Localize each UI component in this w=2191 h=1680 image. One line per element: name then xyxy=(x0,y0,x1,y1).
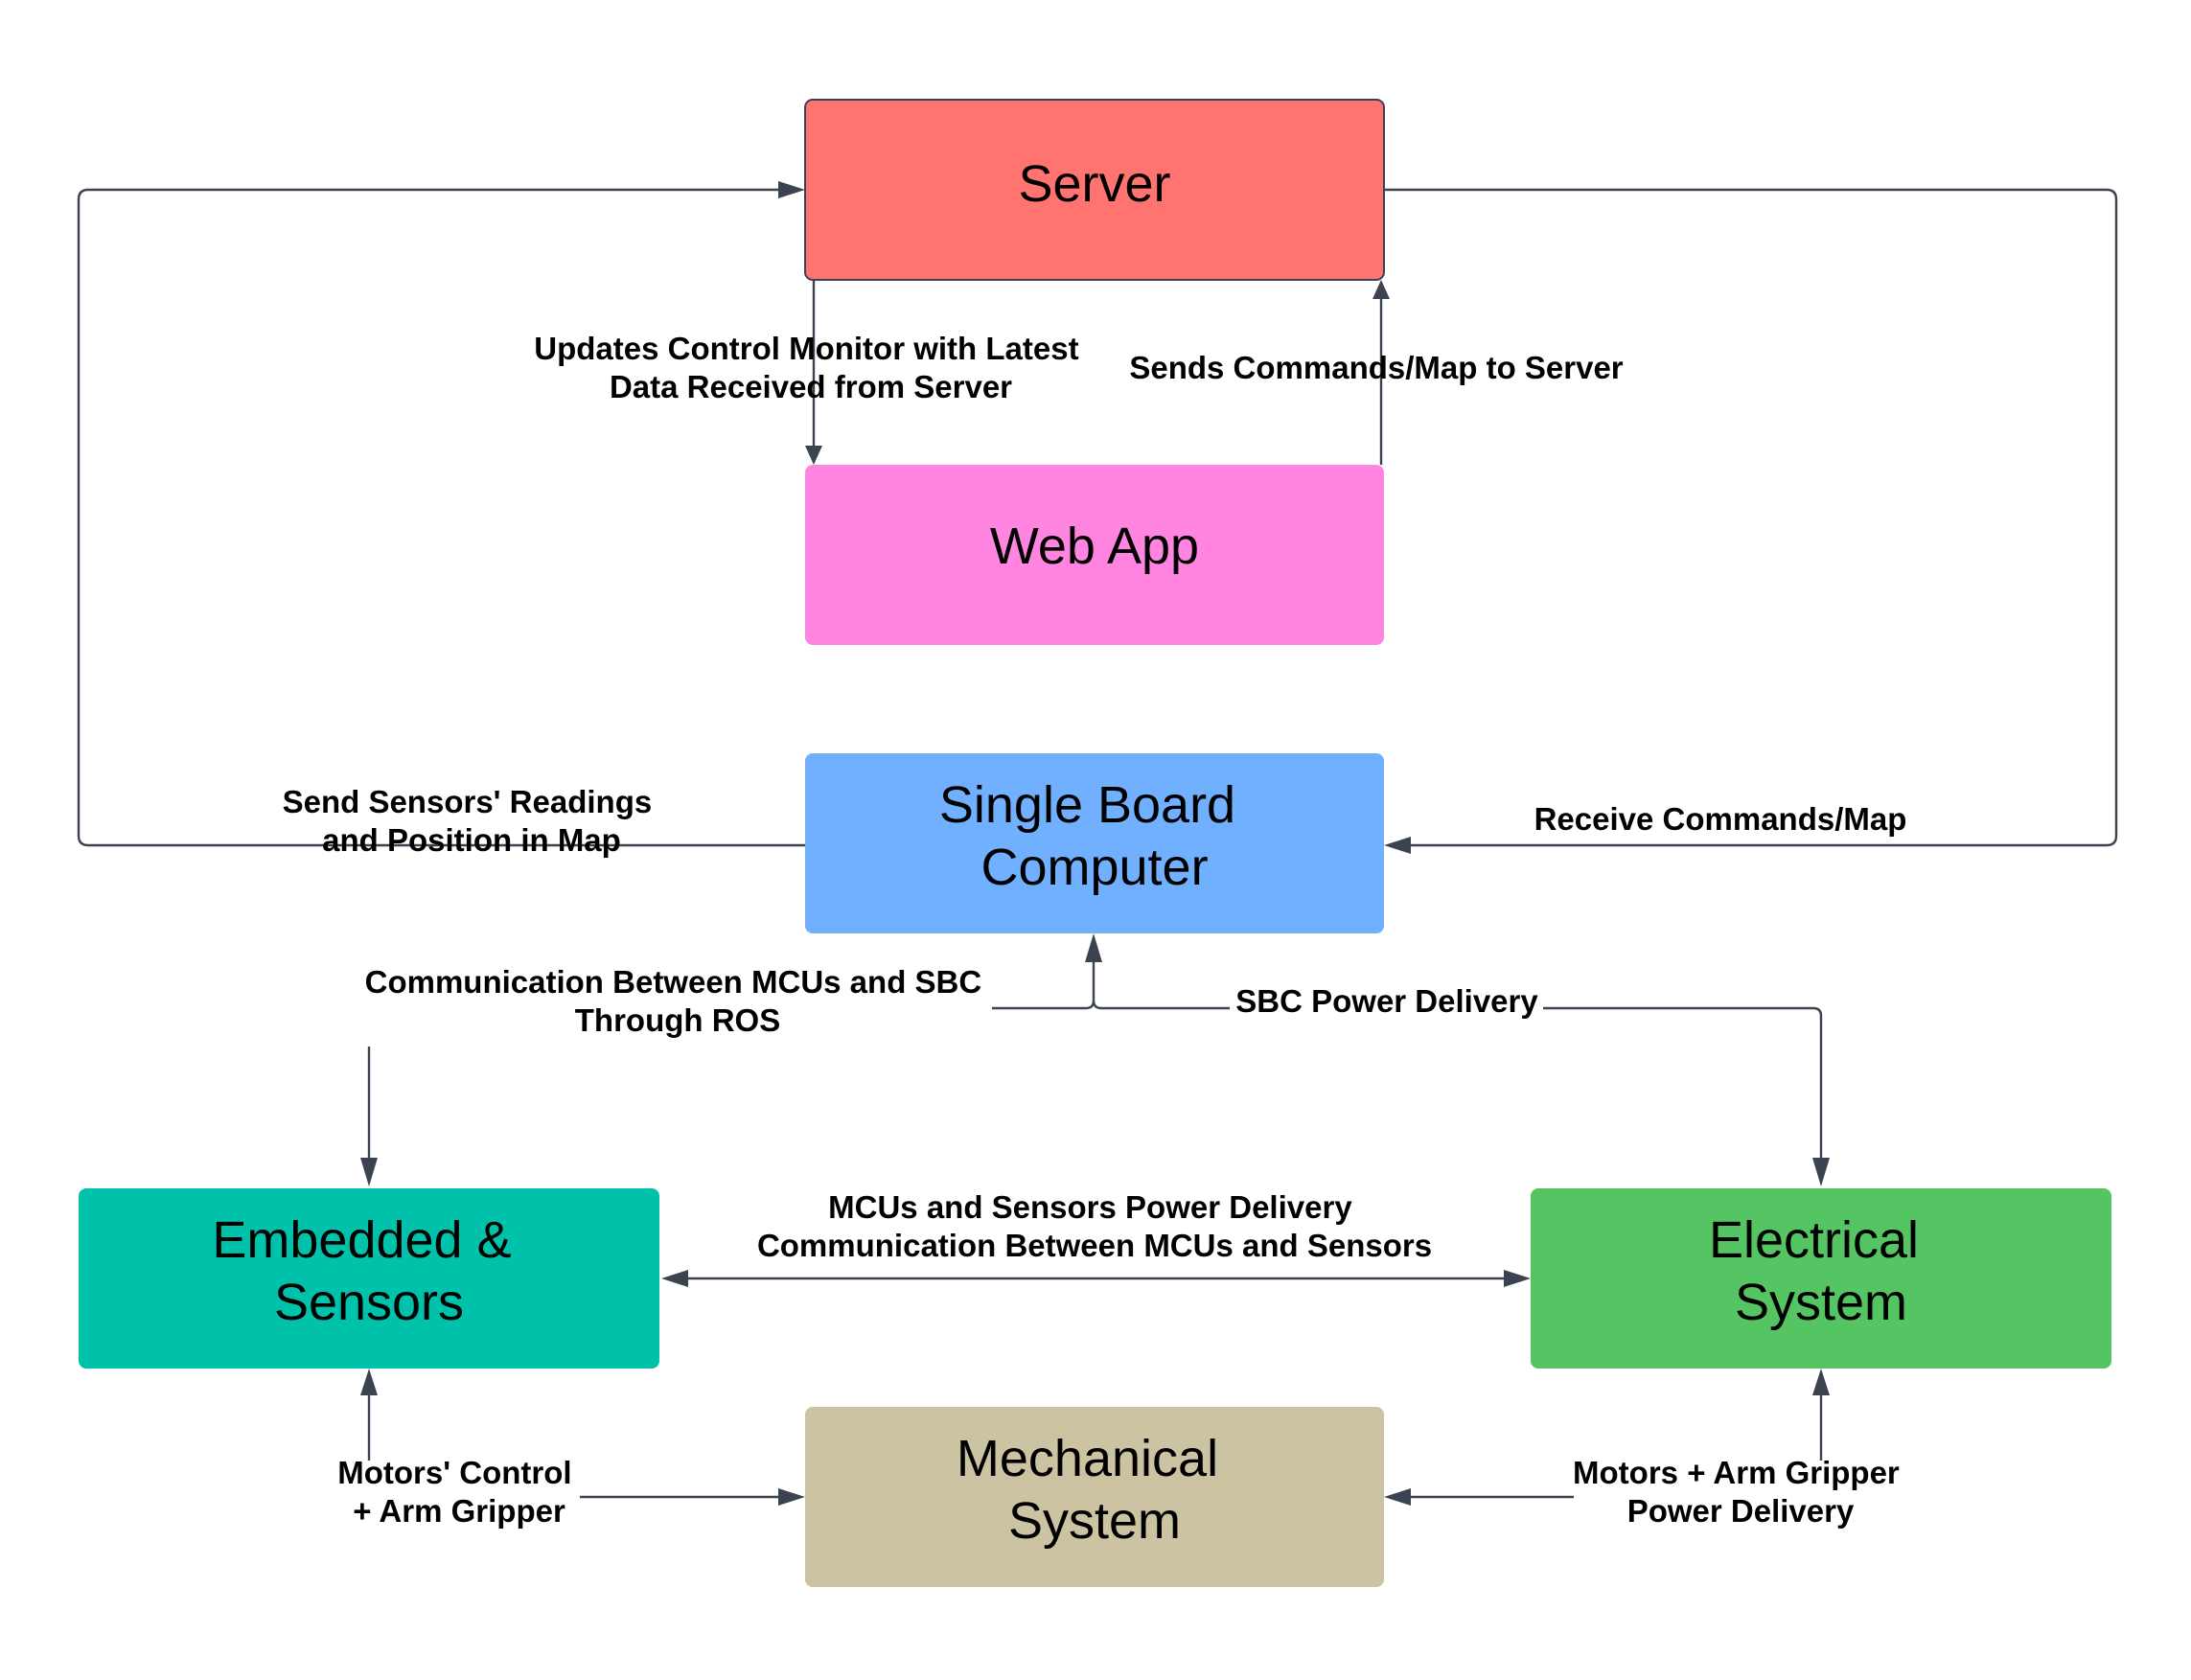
node-server[interactable]: Server xyxy=(804,99,1385,281)
mechanical-label-line-2: System xyxy=(1008,1492,1181,1550)
svg-text:Server: Server xyxy=(1018,155,1170,213)
arrowhead-sbc-bottom xyxy=(1085,933,1102,962)
electrical-label-line-1: Electrical xyxy=(1709,1211,1919,1269)
electrical-label-line-2: System xyxy=(1735,1274,1907,1331)
arrowhead-embedded-right xyxy=(661,1270,688,1287)
server-box xyxy=(804,99,1385,281)
server-label: Server xyxy=(1018,155,1170,213)
edge-sbc-to-server xyxy=(77,188,807,847)
edge-mechanical-embedded xyxy=(367,1395,778,1499)
label-webapp-to-server: Sends Commands/Map to Server xyxy=(1129,350,1623,385)
arrowhead-electrical-left xyxy=(1504,1270,1531,1287)
edge-sbc-electrical xyxy=(1092,1000,1823,1158)
sbc-label-line-1: Single Board xyxy=(939,776,1235,834)
arrowhead-embedded-bottom xyxy=(360,1369,378,1395)
node-electrical-system[interactable]: Electrical System xyxy=(1531,1188,2111,1369)
label-mechanical-embedded: Motors' Control + Arm Gripper xyxy=(337,1455,580,1529)
label-server-to-webapp: Updates Control Monitor with Latest Data… xyxy=(534,331,1088,404)
label-sbc-electrical: SBC Power Delivery xyxy=(1235,983,1538,1019)
embedded-label-line-1: Embedded & xyxy=(212,1211,511,1269)
arrowhead-electrical-top xyxy=(1812,1158,1830,1186)
web-app-label: Web App xyxy=(990,518,1199,575)
edge-server-to-sbc xyxy=(1384,188,2118,847)
connectors xyxy=(77,181,2118,1506)
embedded-box xyxy=(79,1188,659,1369)
arrowhead-sbc-right xyxy=(1384,837,1411,854)
arrowhead-server-left xyxy=(778,181,805,198)
label-sbc-to-server: Send Sensors' Readings and Position in M… xyxy=(283,784,661,858)
label-sbc-embedded: Communication Between MCUs and SBC Throu… xyxy=(365,964,991,1038)
embedded-label-line-2: Sensors xyxy=(274,1274,464,1331)
arrowhead-embedded-top xyxy=(360,1158,378,1186)
edge-labels: Updates Control Monitor with Latest Data… xyxy=(283,331,1908,1529)
svg-text:Web App: Web App xyxy=(990,518,1199,575)
node-mechanical-system[interactable]: Mechanical System xyxy=(805,1407,1384,1587)
arrowhead-server-bottom xyxy=(1372,280,1390,299)
node-web-app[interactable]: Web App xyxy=(805,465,1384,645)
svg-text:Single Board Computer: Single Board Computer xyxy=(939,776,1250,896)
mechanical-box xyxy=(805,1407,1384,1587)
label-mechanical-electrical: Motors + Arm Gripper Power Delivery xyxy=(1573,1455,1908,1529)
web-app-box xyxy=(805,465,1384,645)
label-server-to-sbc: Receive Commands/Map xyxy=(1534,801,1907,837)
arrowhead-mechanical-left xyxy=(778,1488,805,1506)
node-single-board-computer[interactable]: Single Board Computer xyxy=(805,753,1384,933)
svg-text:Embedded & Sensors: Embedded & Sensors xyxy=(212,1211,525,1331)
svg-text:Electrical System: Electrical System xyxy=(1709,1211,1933,1331)
label-embedded-electrical: MCUs and Sensors Power Delivery Communic… xyxy=(757,1189,1432,1263)
sbc-box xyxy=(805,753,1384,933)
node-embedded-sensors[interactable]: Embedded & Sensors xyxy=(79,1188,659,1369)
sbc-label-line-2: Computer xyxy=(980,839,1208,896)
arrowhead-webapp-top xyxy=(805,446,822,465)
edge-mechanical-electrical xyxy=(1411,1395,1823,1499)
electrical-box xyxy=(1531,1188,2111,1369)
arrowhead-electrical-bottom xyxy=(1812,1369,1830,1395)
mechanical-label-line-1: Mechanical xyxy=(957,1430,1218,1487)
svg-text:Mechanical System: Mechanical System xyxy=(957,1430,1233,1550)
arrowhead-mechanical-right xyxy=(1384,1488,1411,1506)
